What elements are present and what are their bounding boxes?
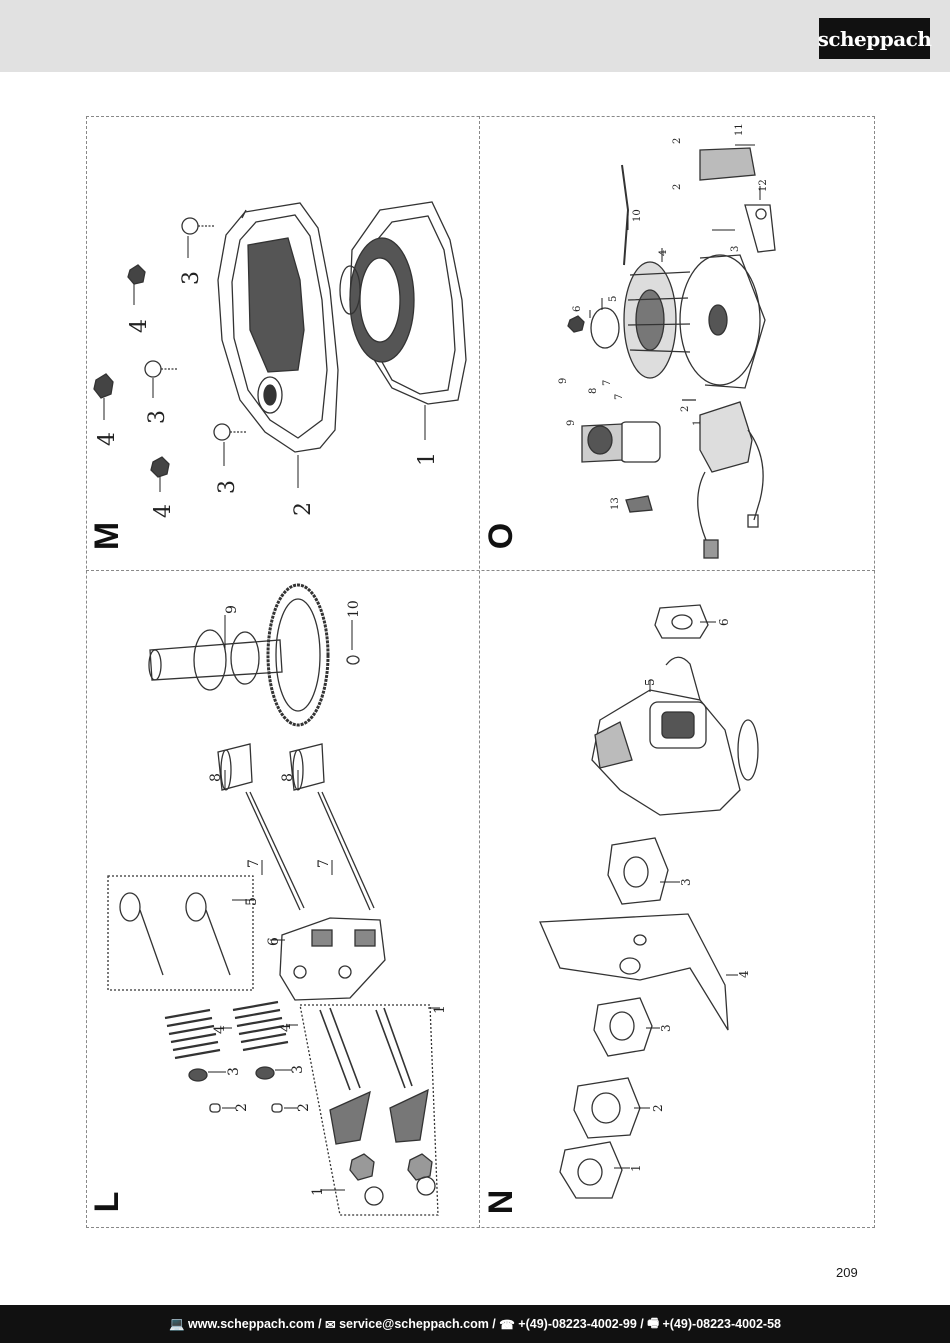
callout-m-3b: 3 (145, 410, 170, 424)
phone-icon: ☎ (499, 1317, 519, 1332)
callout-l-2a: 2 (234, 1103, 250, 1112)
mail-icon: ✉ (325, 1317, 340, 1332)
small-parts-o (567, 147, 776, 513)
diagram-m (93, 201, 467, 492)
callout-o-7a: 7 (602, 380, 613, 386)
callout-o-8: 8 (588, 388, 599, 394)
callout-o-4: 4 (658, 250, 669, 256)
brand-logo-text: scheppach (817, 26, 932, 51)
camshaft-gear-part (148, 583, 360, 727)
callouts-n: 6 5 3 4 3 2 1 (629, 618, 751, 1172)
callout-l-3a: 3 (226, 1067, 242, 1076)
carburetor-part (591, 656, 759, 816)
callout-l-1a: 1 (432, 1005, 448, 1014)
callout-l-1b: 1 (310, 1187, 326, 1196)
diagram-o (567, 144, 776, 559)
footer-separator: / (488, 1317, 500, 1331)
callout-m-4a: 4 (127, 319, 152, 333)
fax-number: +(49)-08223-4002-58 (662, 1317, 782, 1331)
exploded-view-frame (86, 116, 875, 1228)
callout-l-9: 9 (224, 605, 240, 614)
panel-divider-vertical (479, 116, 480, 1228)
email-link[interactable]: service@scheppach.com (339, 1317, 489, 1331)
valves-part (107, 875, 254, 991)
phone-number: +(49)-08223-4002-99 (518, 1317, 637, 1331)
callout-n-3b: 3 (659, 1024, 673, 1032)
callout-o-10: 10 (632, 209, 643, 222)
diagram-n (539, 604, 759, 1199)
brand-logo: scheppach (817, 18, 932, 59)
callout-m-3a: 3 (179, 271, 204, 285)
callout-l-2b: 2 (296, 1103, 312, 1112)
callout-l-4a: 4 (212, 1025, 228, 1034)
callout-l-6: 6 (266, 937, 282, 946)
callout-m-4b: 4 (95, 432, 120, 446)
callout-n-6: 6 (717, 618, 731, 626)
springs-rockers-part (164, 1000, 439, 1216)
callout-o-1: 1 (692, 420, 703, 426)
callout-o-2a: 2 (672, 138, 683, 144)
callouts-o: 2 2 11 12 10 3 4 5 6 9 8 7 7 2 9 1 13 (558, 123, 769, 510)
callout-l-5: 5 (244, 897, 260, 906)
panel-divider-horizontal (86, 570, 875, 571)
callout-o-6: 6 (572, 306, 583, 312)
callout-o-9a: 9 (558, 378, 569, 384)
starter-cover-part (217, 202, 339, 453)
footer-separator: / (314, 1317, 326, 1331)
callout-o-7b: 7 (614, 394, 625, 400)
callout-o-9b: 9 (566, 420, 577, 426)
callout-l-7b: 7 (316, 859, 332, 868)
callouts-m: 3 4 4 3 4 3 2 1 (95, 271, 440, 518)
callout-l-7a: 7 (246, 859, 262, 868)
website-link[interactable]: www.scheppach.com (188, 1317, 315, 1331)
callout-l-4b: 4 (278, 1023, 294, 1032)
callout-l-8a: 8 (208, 773, 224, 782)
callout-n-2: 2 (651, 1104, 665, 1112)
diagram-l (107, 583, 440, 1216)
cylinder-head-gasket-part (279, 917, 386, 1001)
fax-icon: 🖷 (647, 1315, 663, 1330)
callout-l-10: 10 (346, 600, 362, 618)
callout-o-3: 3 (730, 246, 741, 252)
header-band (0, 0, 950, 72)
flywheel-part (623, 254, 766, 389)
callout-o-2b: 2 (672, 184, 683, 190)
callout-n-4: 4 (737, 970, 751, 978)
callout-n-1: 1 (629, 1164, 643, 1172)
callout-o-11: 11 (734, 123, 745, 136)
callout-m-2: 2 (291, 502, 316, 516)
callout-l-3b: 3 (290, 1065, 306, 1074)
callout-o-12: 12 (758, 179, 769, 192)
laptop-icon: 💻 (168, 1316, 189, 1331)
fasteners-m (93, 217, 246, 478)
callouts-l: 9 10 8 8 7 7 5 6 1 4 4 3 3 2 2 1 (208, 600, 448, 1196)
callout-o-13: 13 (610, 497, 621, 510)
callout-m-3c: 3 (215, 480, 240, 494)
callout-n-3a: 3 (679, 878, 693, 886)
callout-o-5: 5 (608, 296, 619, 302)
callout-m-4c: 4 (151, 504, 176, 518)
callout-n-5: 5 (643, 678, 657, 686)
contact-footer: 💻 www.scheppach.com / ✉ service@scheppac… (0, 1305, 950, 1343)
gaskets-n (539, 604, 729, 1199)
fan-housing-part (339, 201, 467, 405)
page-number: 209 (836, 1265, 858, 1280)
callout-o-2c: 2 (680, 406, 691, 412)
footer-separator: / (636, 1317, 648, 1331)
starter-motor-part (581, 421, 661, 463)
ignition-coil-part (682, 399, 764, 559)
callout-m-1: 1 (415, 452, 440, 466)
pushrods-tappets-part (217, 743, 375, 911)
callout-l-8b: 8 (280, 773, 296, 782)
